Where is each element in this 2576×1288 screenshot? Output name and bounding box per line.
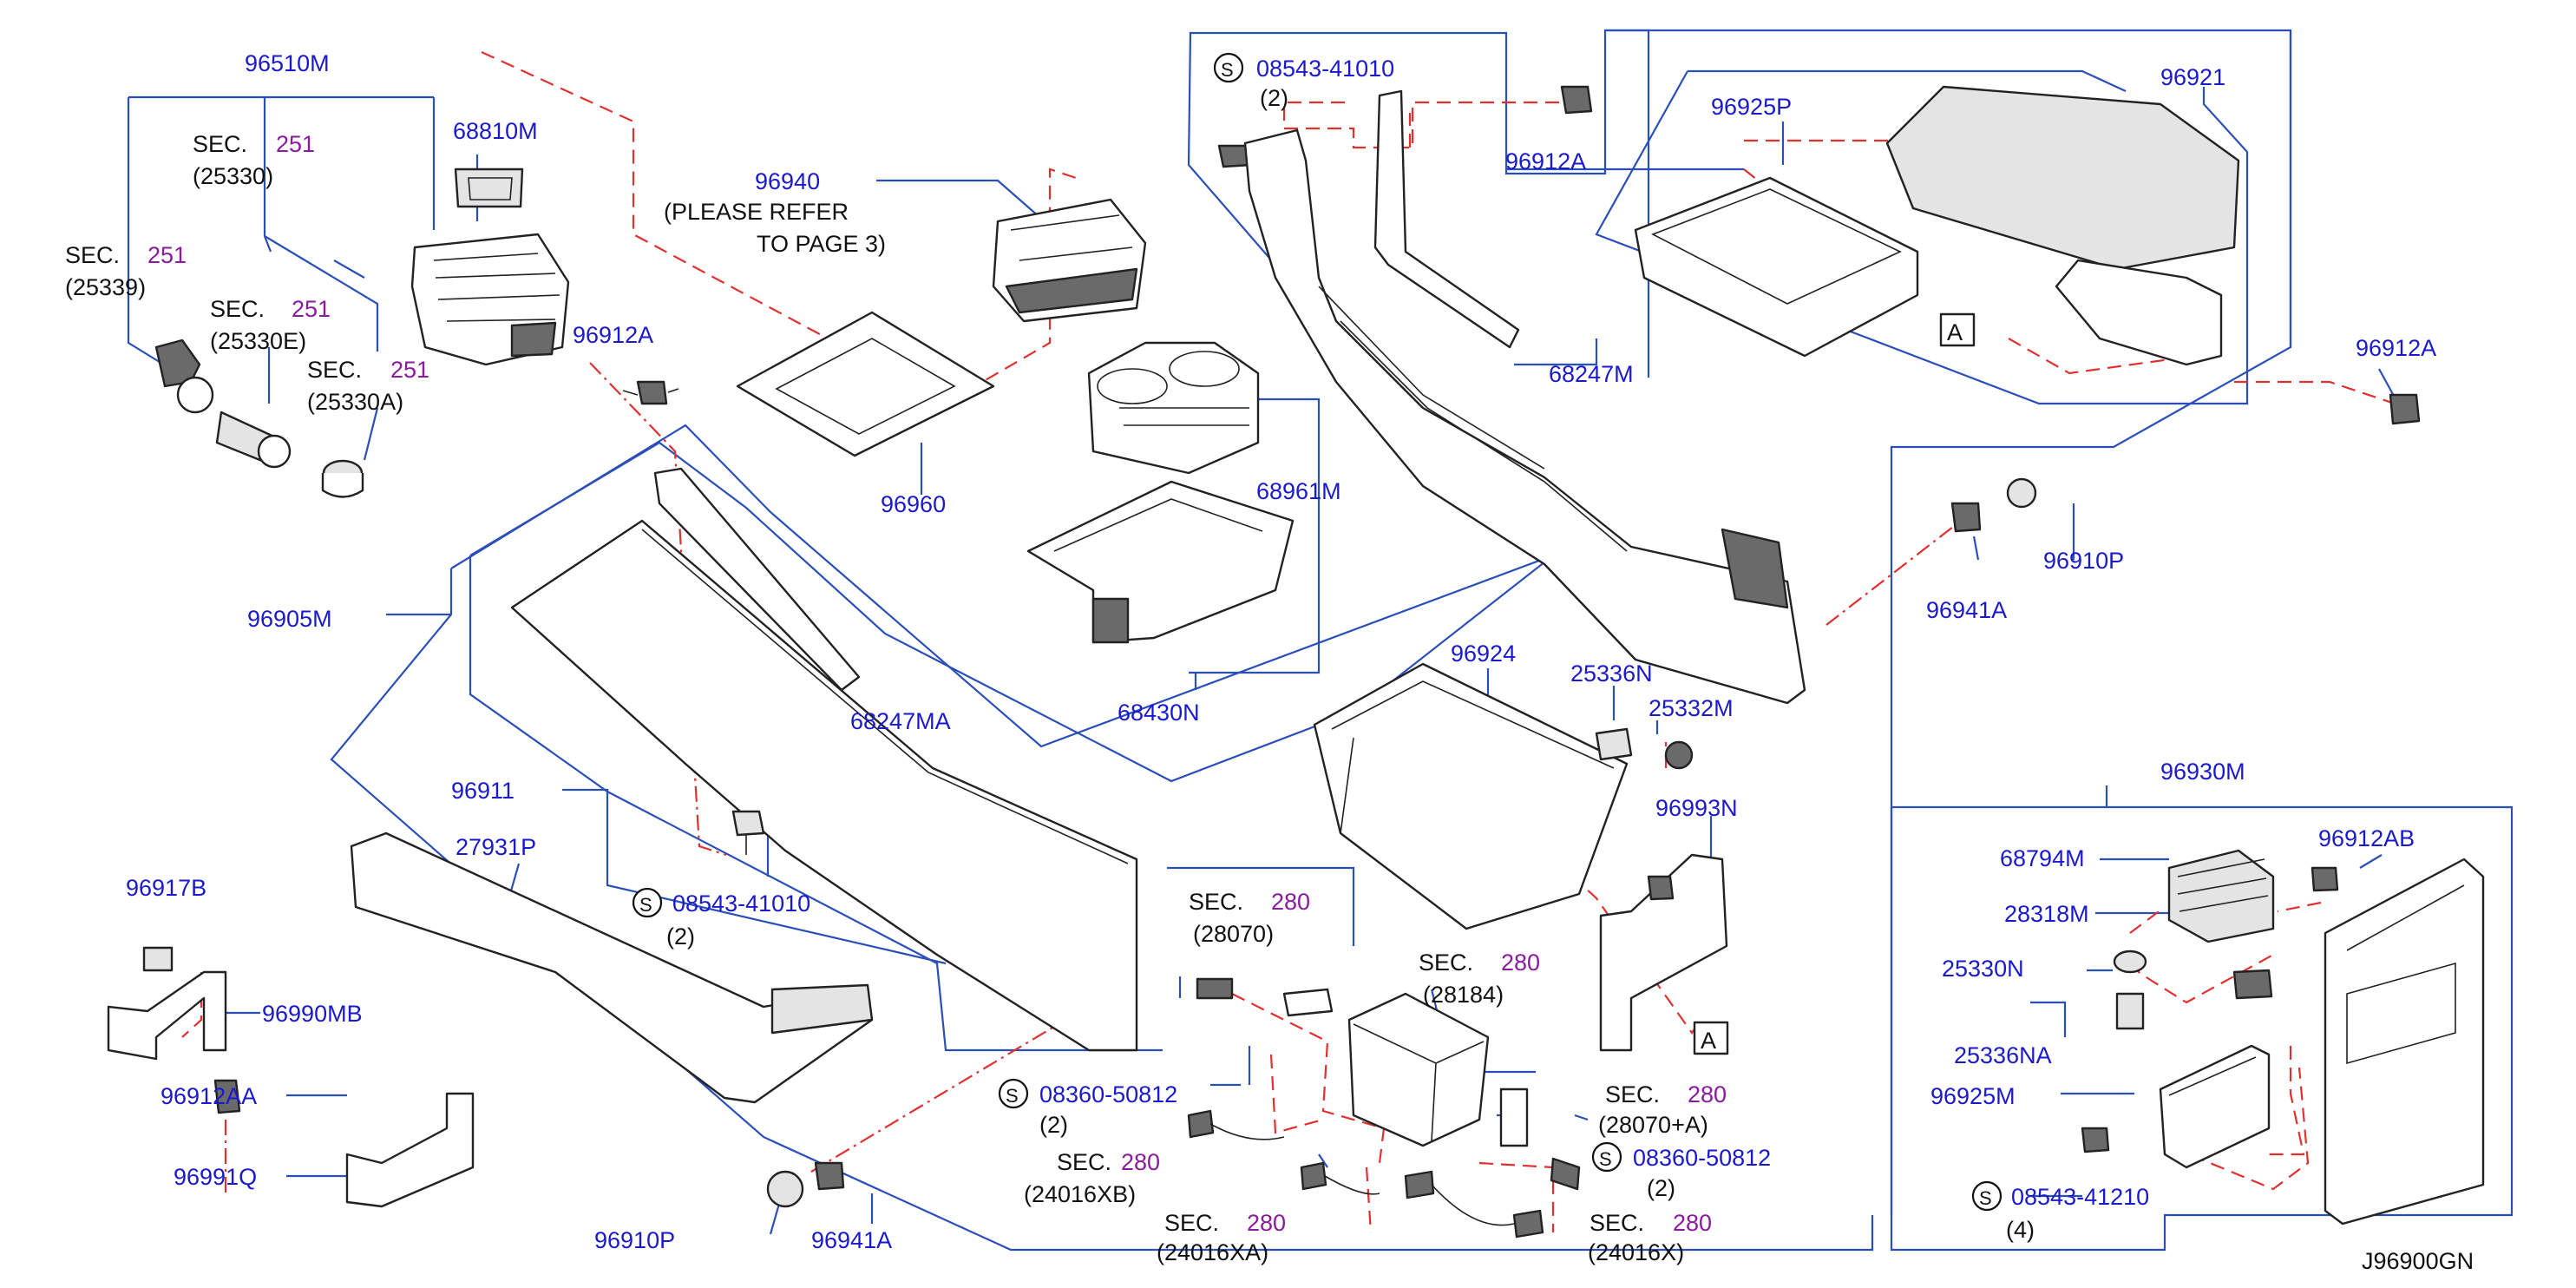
sec-number: 280	[1688, 1081, 1727, 1107]
sec-number: 251	[390, 357, 429, 383]
quantity: (4)	[2006, 1217, 2035, 1243]
sec-code: (25339)	[65, 274, 146, 300]
label-96993n: 96993N	[1655, 795, 1738, 821]
label-96910p: 96910P	[2043, 548, 2124, 574]
sec-number: 280	[1501, 950, 1540, 976]
sec-label: SEC.	[1605, 1081, 1660, 1107]
sec-code: (24016XB)	[1024, 1181, 1136, 1207]
sec-label: SEC.	[1164, 1210, 1219, 1236]
s-symbol-letter: S	[639, 894, 652, 916]
label-96940: 96940	[755, 168, 820, 194]
label-68247m: 68247M	[1549, 361, 1634, 387]
sec-number: 280	[1673, 1210, 1712, 1236]
sec-code: (24016XA)	[1157, 1239, 1268, 1265]
label-96510m: 96510M	[245, 50, 330, 76]
s-symbol-letter: S	[1599, 1148, 1612, 1170]
label-96905m: 96905M	[247, 606, 332, 632]
sec-label: SEC.	[65, 242, 120, 268]
note-please-refer: (PLEASE REFER	[664, 199, 849, 225]
label-25336na: 25336NA	[1954, 1042, 2052, 1068]
sec-label: SEC.	[1419, 950, 1473, 976]
label-96925m: 96925M	[1930, 1083, 2016, 1109]
screw-part-number: 08543-41210	[2011, 1184, 2149, 1210]
marker-a: A	[1701, 1028, 1716, 1054]
label-68430n: 68430N	[1118, 700, 1200, 726]
part-labels: 96510M 68810M SEC. 251 (25330) SEC. 251 …	[65, 50, 2474, 1274]
label-96960: 96960	[881, 491, 946, 517]
sec-number: 251	[292, 296, 331, 322]
sec-number: 280	[1247, 1210, 1286, 1236]
sec-label: SEC.	[1189, 889, 1243, 915]
label-25336n: 25336N	[1570, 660, 1653, 687]
sec-label: SEC.	[1590, 1210, 1644, 1236]
sec-label: SEC.	[307, 357, 362, 383]
label-68961m: 68961M	[1256, 478, 1341, 504]
label-96990mb: 96990MB	[262, 1001, 363, 1027]
s-symbol-letter: S	[1979, 1187, 1992, 1209]
sec-number: 251	[276, 131, 315, 157]
label-68247ma: 68247MA	[850, 708, 951, 734]
sec-code: (28184)	[1423, 982, 1504, 1008]
label-96912ab: 96912AB	[2318, 825, 2415, 851]
label-96917b: 96917B	[126, 875, 206, 901]
label-96941a: 96941A	[1926, 597, 2007, 623]
screw-part-number: 08543-41010	[1256, 56, 1394, 82]
label-25332m: 25332M	[1649, 695, 1734, 721]
label-28318m: 28318M	[2004, 901, 2089, 927]
screw-part-number: 08543-41010	[672, 890, 810, 917]
quantity: (2)	[1039, 1112, 1068, 1138]
marker-a: A	[1947, 319, 1963, 345]
s-symbol-letter: S	[1221, 59, 1234, 81]
s-symbols	[632, 52, 2002, 1212]
sec-number: 280	[1121, 1149, 1160, 1175]
part-drawings	[107, 85, 2485, 1239]
screw-part-number: 08360-50812	[1633, 1145, 1771, 1171]
sec-label: SEC.	[210, 296, 265, 322]
label-25330n: 25330N	[1942, 956, 2024, 982]
label-96930m: 96930M	[2160, 759, 2245, 785]
quantity: (2)	[666, 923, 695, 950]
label-96912a: 96912A	[1505, 148, 1586, 174]
label-96912a: 96912A	[573, 322, 653, 348]
sec-code: (25330A)	[307, 389, 403, 415]
quantity: (2)	[1260, 85, 1288, 111]
sec-number: 251	[147, 242, 187, 268]
label-96912a: 96912A	[2356, 335, 2436, 361]
sec-label: SEC.	[1057, 1149, 1111, 1175]
sec-number: 280	[1271, 889, 1310, 915]
sec-code: (28070+A)	[1598, 1112, 1708, 1138]
label-96924: 96924	[1451, 641, 1516, 667]
sec-label: SEC.	[193, 131, 247, 157]
label-96912aa: 96912AA	[161, 1083, 257, 1109]
label-96911: 96911	[451, 778, 515, 804]
label-27931p: 27931P	[456, 834, 536, 860]
sec-code: (25330)	[193, 163, 273, 189]
note-to-page: TO PAGE 3)	[757, 231, 886, 257]
sec-code: (25330E)	[210, 328, 306, 354]
label-68810m: 68810M	[453, 118, 538, 144]
quantity: (2)	[1647, 1175, 1675, 1201]
label-68794m: 68794M	[2000, 845, 2085, 871]
screw-part-number: 08360-50812	[1039, 1081, 1177, 1107]
s-symbol-letter: S	[1006, 1085, 1019, 1107]
label-96921: 96921	[2160, 64, 2225, 90]
label-96925p: 96925P	[1711, 94, 1792, 120]
sec-code: (24016X)	[1588, 1239, 1684, 1265]
label-96941a: 96941A	[811, 1227, 892, 1253]
diagram-code: J96900GN	[2362, 1248, 2474, 1274]
sec-code: (28070)	[1193, 921, 1274, 947]
label-96910p: 96910P	[594, 1227, 675, 1253]
label-96991q: 96991Q	[174, 1164, 257, 1190]
